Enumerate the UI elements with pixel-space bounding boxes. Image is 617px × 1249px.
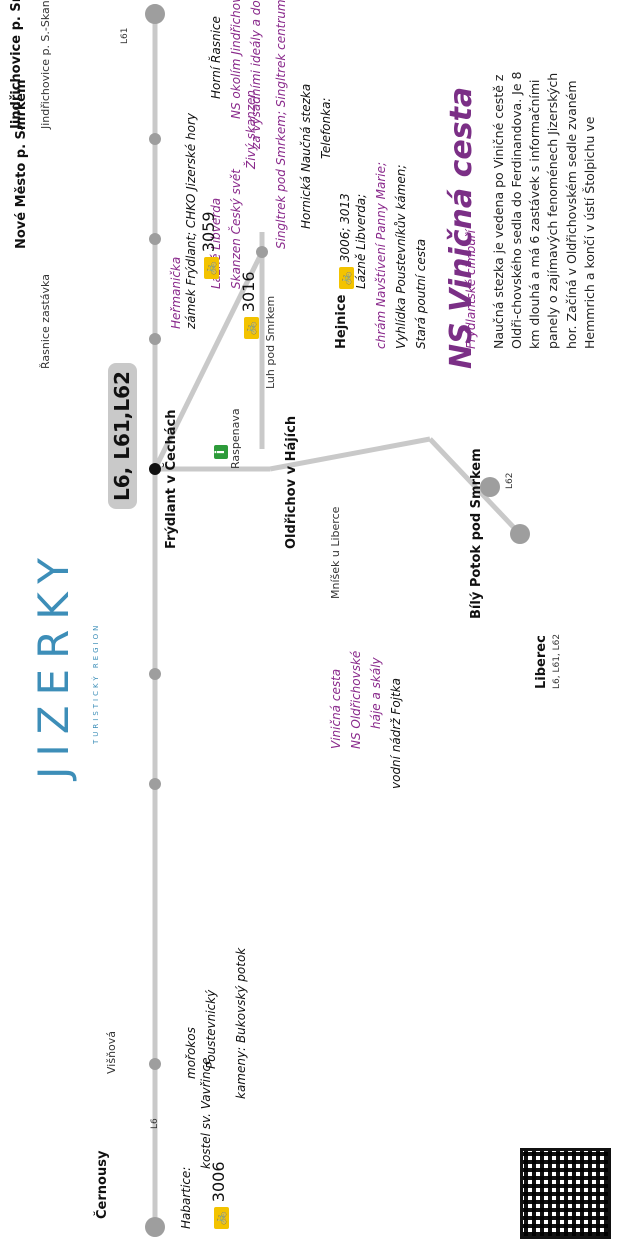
bike-icon: 🚲 [214,1207,229,1229]
qr-code [520,1148,611,1239]
attraction-cernousy-2: kostel sv. Vavřince [199,1057,213,1169]
station-lines-liberec: L6, L61, L62 [552,633,562,689]
station-visnova-dot [149,1058,161,1070]
station-nove-dot [149,668,161,680]
station-rasnice-dot [149,778,161,790]
attraction-nove-2: Hornická Naučná stezka [299,83,313,229]
bike-icon: 🚲 [339,267,354,289]
station-bily-potok [480,477,500,497]
hub-station-name: Frýdlant v Čechách [164,409,179,549]
attraction-hejnice-3: Vyhlídka Poustevníkův kámen; [394,164,408,349]
attraction-hejnice-bike: 🚲 3006; 3013 [335,193,354,289]
attraction-cernousy-route: 🚲 3006 [209,1161,229,1229]
info-point: i [210,445,228,459]
station-frydlant [149,463,161,475]
station-name-luh: Luh pod Smrkem [264,295,277,389]
station-name-jindrichovice: Jindřichovice p. Smrkem [9,0,24,129]
station-name-mnisek: Mníšek u Liberce [329,506,342,599]
attraction-jindr-3: za výsadními ideály a do údolí duše [249,0,263,149]
station-name-oldrichov: Oldřichov v Hájích [284,415,299,549]
attraction-oldrichov-4: vodní nádrž Fojtka [389,677,403,789]
attraction-frydlant-1: zámek Frýdlant; CHKO Jizerské hory [184,113,198,329]
bike-route-number: 3006; 3013 [338,193,352,263]
station-rasnice2-dot [149,333,161,345]
jizerky-logo: JIZERKY [29,548,78,779]
station-lines-jindrichovice-s: L61 [120,27,130,44]
attraction-visnova-3: mořokos [184,1027,198,1079]
station-name-hejnice: Hejnice [334,294,349,349]
station-luh-node [256,246,268,258]
station-name-rasnice: Řasnice zastávka [39,274,52,369]
attraction-nove-3: Telefonka: [319,97,333,159]
attraction-jindr-2: NS okolím Jindřichovic [229,0,243,119]
attraction-hejnice-2: chrám Navštívení Panny Marie; [374,161,388,349]
station-name-bily-potok: Bílý Potok pod Smrkem [469,448,484,619]
attraction-nove-1: Singltrek pod Smrkem; Singltrek centrum; [274,0,288,249]
station-cernousy [145,1217,165,1237]
attraction-visnova-1: kameny: Bukovský potok [234,947,248,1099]
station-name-jindrichovice-s: Jindřichovice p. S.-Skanzen [39,0,52,129]
attraction-oldrichov-2: NS Oldřichovské [349,650,363,749]
station-lines-cernousy: L6 [150,1118,160,1129]
station-lines-bily-potok: L62 [505,472,515,489]
bike-route-number: 3059 [199,211,218,253]
attraction-jindr-1: Horní Řasnice [209,16,223,99]
page-title: NS Viničná cesta [444,86,479,369]
attraction-rasnice-bike: 🚲 3059 [199,211,219,279]
rail-line-branch-raspenava [152,250,265,471]
attraction-frydlant-2: Heřmanička [169,256,183,329]
station-name-cernousy: Černousy [95,1150,110,1219]
station-jindr-dot [149,133,161,145]
station-name-raspenava: Raspenava [229,408,242,469]
attraction-visnova-2: Poustevnický [204,989,218,1069]
bike-icon: 🚲 [204,257,219,279]
station-liberec [510,524,530,544]
info-icon: i [213,445,228,459]
attraction-hejnice-4: Stará poutní cesta [414,238,428,349]
hub-lines-badge: L6, L61,L62 [108,363,137,509]
attraction-oldrichov-1: Viničná cesta [329,668,343,749]
bike-icon: 🚲 [244,317,259,339]
station-name-liberec: Liberec [534,635,549,689]
station-name-visnova: Višňová [105,1030,118,1074]
attraction-rasnice-1: Skanzen Český svět [229,169,243,289]
jizerky-tagline: TURISTICKÝ REGION [92,622,100,744]
description-text: Naučná stezka je vedena po Viničné cestě… [491,71,597,349]
attraction-oldrichov-3: háje a skály [369,657,383,729]
attraction-cernousy-1: Habartice: [179,1166,193,1229]
rail-line-liberec [428,437,522,536]
station-jindrichovice [145,4,165,24]
attraction-hejnice-1: Lázně Libverda; [354,193,368,289]
rail-line-oldrichov [269,436,431,472]
station-nove2-dot [149,233,161,245]
